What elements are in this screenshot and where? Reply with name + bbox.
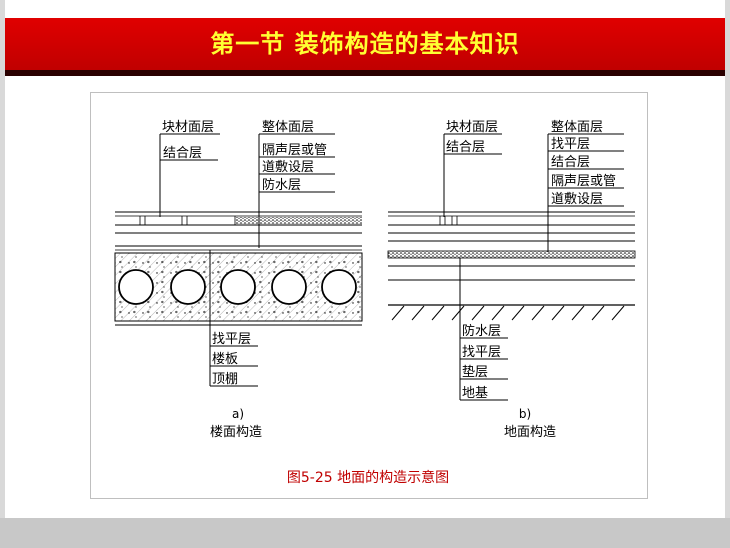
label-a-b-1: 楼板 bbox=[212, 352, 238, 367]
tag-b: b) bbox=[519, 407, 531, 421]
label-b-tr-4: 道敷设层 bbox=[551, 192, 603, 207]
subtitle-a: 楼面构造 bbox=[210, 425, 262, 440]
subtitle-b: 地面构造 bbox=[504, 425, 556, 440]
label-b-tr-0: 整体面层 bbox=[551, 120, 603, 135]
label-b-tr-3: 隔声层或管 bbox=[551, 174, 616, 189]
label-b-tl-0: 块材面层 bbox=[446, 120, 498, 135]
floor-section-b: 块材面层 结合层 整体面层 找平层 结合层 隔声层或管 道敷设层 防水层 找平层… bbox=[387, 120, 636, 440]
label-b-tl-1: 结合层 bbox=[446, 140, 485, 155]
label-b-tr-1: 找平层 bbox=[551, 137, 590, 152]
label-a-tr-1: 隔声层或管 bbox=[262, 143, 327, 158]
label-a-b-0: 找平层 bbox=[212, 332, 251, 347]
label-a-tl-0: 块材面层 bbox=[162, 120, 214, 135]
label-b-tr-2: 结合层 bbox=[551, 155, 590, 170]
slide-title: 第一节 装饰构造的基本知识 bbox=[210, 30, 520, 58]
label-a-tr-3: 防水层 bbox=[262, 177, 301, 193]
title-bar bbox=[5, 18, 725, 70]
floor-section-a: 块材面层 结合层 整体面层 隔声层或管 道敷设层 防水层 找平层 楼板 顶棚 a… bbox=[114, 120, 363, 440]
label-a-b-2: 顶棚 bbox=[212, 372, 238, 387]
label-b-b-1: 找平层 bbox=[462, 345, 501, 360]
label-a-tr-2: 道敷设层 bbox=[262, 160, 314, 175]
label-a-tr-0: 整体面层 bbox=[262, 120, 314, 135]
label-b-b-2: 垫层 bbox=[462, 364, 488, 380]
bottom-bar bbox=[0, 518, 730, 548]
figure-caption: 图5-25 地面的构造示意图 bbox=[286, 470, 450, 486]
label-b-b-3: 地基 bbox=[462, 386, 488, 401]
tag-a: a) bbox=[232, 407, 244, 421]
label-b-b-0: 防水层 bbox=[462, 323, 501, 339]
title-bar-shadow bbox=[5, 70, 725, 76]
label-a-tl-1: 结合层 bbox=[163, 146, 202, 161]
